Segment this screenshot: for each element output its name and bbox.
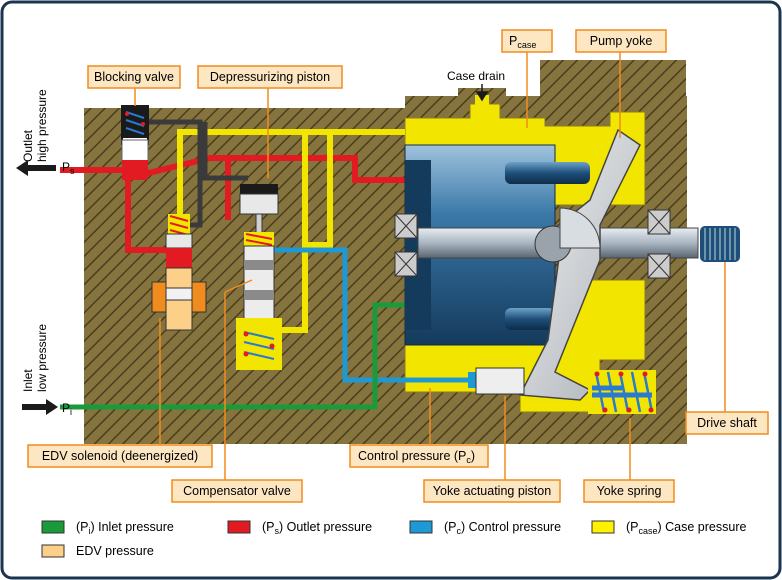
pi-sub: i xyxy=(70,407,72,417)
inlet-label-line2: low pressure xyxy=(35,324,49,392)
callout-blocking-valve: Blocking valve xyxy=(87,65,181,89)
yoke-spring-label: Yoke spring xyxy=(597,484,662,498)
inlet-arrow-icon xyxy=(22,399,58,415)
control-pressure-label: Control pressure (P xyxy=(358,449,466,463)
case-pressure-lines xyxy=(177,129,405,333)
svg-text:Control pressure (Pc): Control pressure (Pc) xyxy=(358,449,475,465)
compensator-valve-label: Compensator valve xyxy=(183,484,291,498)
callout-drive-shaft: Drive shaft xyxy=(685,411,769,435)
edv-solenoid xyxy=(151,214,207,331)
yoke-actuating-piston-label: Yoke actuating piston xyxy=(433,484,551,498)
callout-pump-yoke: Pump yoke xyxy=(575,29,667,53)
case-drain-channel xyxy=(475,95,489,120)
control-pressure-end: ) xyxy=(471,449,475,463)
callout-p-case: Pcase xyxy=(501,29,553,53)
callouts: Blocking valve Depressurizing piston Pca… xyxy=(27,29,769,503)
legend: (Pi) Inlet pressure (Ps) Outlet pressure… xyxy=(41,520,746,558)
legend-item-edv: EDV pressure xyxy=(41,544,154,558)
callout-depressurizing-piston: Depressurizing piston xyxy=(197,65,343,89)
svg-text:(Pcase) Case pressure: (Pcase) Case pressure xyxy=(626,520,746,536)
pi-label: P xyxy=(62,401,70,415)
drive-shaft-label: Drive shaft xyxy=(697,416,757,430)
svg-text:Inlet: Inlet xyxy=(21,369,35,392)
legend-item-case: (Pcase) Case pressure xyxy=(591,520,746,536)
callout-leaders xyxy=(134,52,726,480)
rotor-pistons xyxy=(505,162,590,330)
svg-text:(Pi) Inlet pressure: (Pi) Inlet pressure xyxy=(76,520,174,536)
p-case-sub: case xyxy=(517,40,536,50)
callout-compensator-valve: Compensator valve xyxy=(171,479,303,503)
edv-solenoid-label: EDV solenoid (deenergized) xyxy=(42,449,198,463)
ps-sub: s xyxy=(70,166,75,176)
svg-text:Pi: Pi xyxy=(62,401,72,417)
svg-text:EDV pressure: EDV pressure xyxy=(76,544,154,558)
control-pressure-sub: c xyxy=(466,455,471,465)
compensator-valve xyxy=(236,232,282,370)
svg-text:Ps: Ps xyxy=(62,160,75,176)
svg-text:high pressure: high pressure xyxy=(35,89,49,162)
svg-text:low pressure: low pressure xyxy=(35,324,49,392)
callout-control-pressure: Control pressure (Pc) xyxy=(349,444,489,468)
pump-yoke xyxy=(518,128,641,401)
svg-text:Pcase: Pcase xyxy=(509,34,536,50)
yoke-actuating-piston xyxy=(468,367,525,395)
ps-label: P xyxy=(62,160,70,174)
yoke-spring xyxy=(588,370,656,414)
case-drain-text: Case drain xyxy=(447,69,505,83)
case-drain-label: Case drain xyxy=(447,69,505,102)
pump-yoke-label: Pump yoke xyxy=(590,34,653,48)
legend-item-outlet: (Ps) Outlet pressure xyxy=(227,520,372,536)
outlet-label-line2: high pressure xyxy=(35,89,49,162)
depressurizing-piston-label: Depressurizing piston xyxy=(210,70,330,84)
control-pressure-lines xyxy=(272,247,470,383)
legend-item-control: (Pc) Control pressure xyxy=(409,520,561,536)
svg-text:(Ps) Outlet pressure: (Ps) Outlet pressure xyxy=(262,520,372,536)
inlet-pressure-lines xyxy=(60,302,405,410)
outlet-side-label: Outlet high pressure Ps xyxy=(16,89,75,176)
svg-text:(Pc) Control pressure: (Pc) Control pressure xyxy=(444,520,561,536)
outlet-arrow-icon xyxy=(16,160,56,176)
inlet-side-label: Inlet low pressure Pi xyxy=(21,324,72,417)
blocking-valve-label: Blocking valve xyxy=(94,70,174,84)
callout-edv-solenoid: EDV solenoid (deenergized) xyxy=(27,444,213,468)
callout-yoke-spring: Yoke spring xyxy=(583,479,675,503)
p-case-label: P xyxy=(509,34,517,48)
case-drain-arrow-icon xyxy=(475,84,489,102)
callout-yoke-actuating-piston: Yoke actuating piston xyxy=(423,479,561,503)
legend-item-inlet: (Pi) Inlet pressure xyxy=(41,520,174,536)
inlet-label-line1: Inlet xyxy=(21,369,35,392)
outlet-label-line1: Outlet xyxy=(21,129,35,162)
svg-text:Outlet: Outlet xyxy=(21,129,35,162)
blocking-valve xyxy=(121,105,149,180)
